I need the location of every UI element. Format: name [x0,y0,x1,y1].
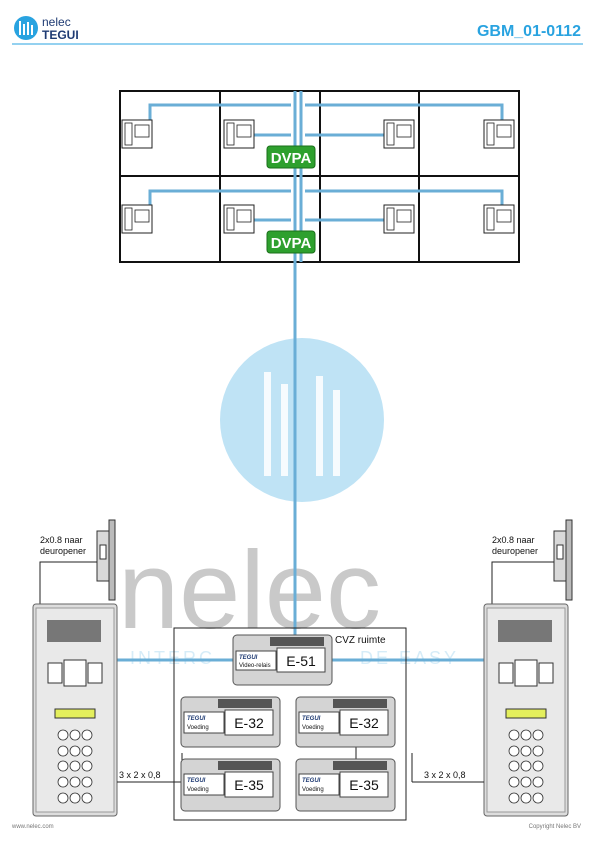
cvz-room: CVZ ruimte [173,627,407,821]
svg-text:E-32: E-32 [234,715,264,731]
watermark-left-text: INTERC [130,648,215,668]
dvpa-distributor: DVPA [266,145,316,169]
footer-website: www.nelec.com [11,824,54,830]
monitor-icon [223,119,255,149]
power-supply-module: TEGUI Voeding E-32 [295,696,396,748]
svg-text:TEGUI: TEGUI [302,778,321,784]
watermark-right-text: DE EASY [360,648,459,668]
svg-text:TEGUI: TEGUI [187,778,206,784]
watermark-circle [220,338,384,502]
svg-text:TEGUI: TEGUI [187,716,206,722]
nelec-logo: nelec TEGUI [14,15,79,42]
door-panel-right [483,603,569,817]
room-title: CVZ ruimte [335,635,386,646]
logo-bottom-text: TEGUI [42,28,79,42]
monitor-icon [121,119,153,149]
cable-label-right: 3 x 2 x 0,8 [424,770,466,780]
svg-text:Video-relais: Video-relais [239,663,271,669]
power-supply-module: TEGUI Voeding E-32 [180,696,281,748]
cable-label-left: 3 x 2 x 0,8 [119,770,161,780]
power-supply-module: TEGUI Voeding E-35 [295,758,396,812]
svg-text:Voeding: Voeding [187,725,209,731]
svg-text:Voeding: Voeding [302,787,324,793]
opener-label-line2: deuropener [40,546,86,556]
svg-text:E-32: E-32 [349,715,379,731]
door-panel-left [32,603,118,817]
watermark: nelec INTERC DE EASY [118,338,459,668]
monitor-icon [121,204,153,234]
video-wiring [116,91,504,662]
svg-text:DVPA: DVPA [271,150,312,167]
logo-top-text: nelec [42,15,71,29]
dvpa-distributor: DVPA [266,230,316,254]
watermark-word: nelec [118,529,381,652]
svg-text:TEGUI: TEGUI [239,655,258,661]
svg-text:E-51: E-51 [286,653,316,669]
svg-text:Voeding: Voeding [187,787,209,793]
monitor-icon [383,204,415,234]
svg-text:E-35: E-35 [349,777,379,793]
monitor-icon [483,204,515,234]
monitor-icon [223,204,255,234]
door-opener-right: 2x0.8 naar deuropener [491,519,573,606]
svg-text:DVPA: DVPA [271,235,312,252]
document-code: GBM_01-0112 [477,23,581,40]
power-supply-module: TEGUI Voeding E-35 [180,758,281,812]
door-opener-left: 2x0.8 naar deuropener [39,519,116,606]
monitor-icon [383,119,415,149]
svg-text:E-35: E-35 [234,777,264,793]
svg-text:Voeding: Voeding [302,725,324,731]
footer-copyright: Copyright Nelec BV [529,824,581,830]
opener-label-line1: 2x0.8 naar [40,535,83,545]
building-grid [119,90,520,263]
monitor-icon [483,119,515,149]
opener-label-line2: deuropener [492,546,538,556]
svg-text:TEGUI: TEGUI [302,716,321,722]
opener-label-line1: 2x0.8 naar [492,535,535,545]
video-relay-module: TEGUI Video-relais E-51 [232,634,333,686]
